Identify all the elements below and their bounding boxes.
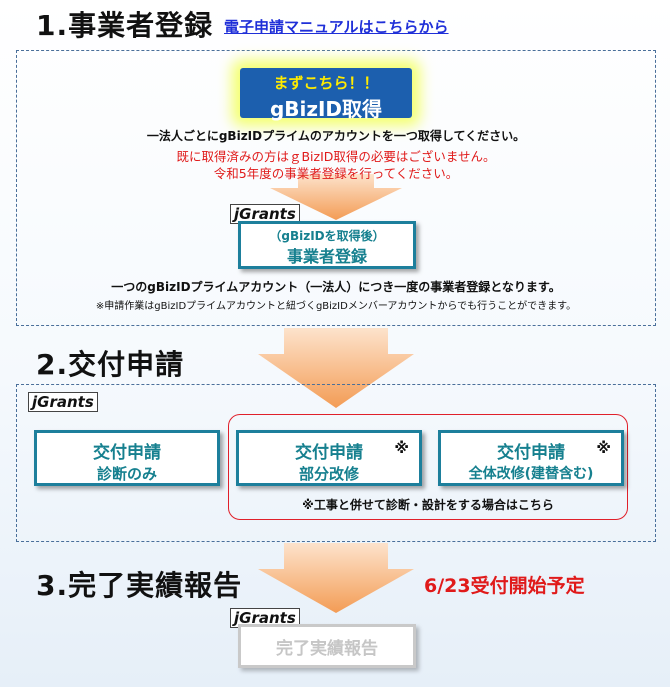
diagnosis-only-line2: 診断のみ xyxy=(96,465,157,483)
renovation-group-frame xyxy=(228,414,628,520)
gbiz-notice-1: 既に取得済みの方はｇBizID取得の必要はございません。 xyxy=(176,149,496,164)
section3-heading: 3.完了実績報告 xyxy=(36,569,243,602)
full-renovation-mark: ※ xyxy=(596,439,611,457)
business-register-sub: （gBizIDを取得後） xyxy=(269,229,385,243)
section1-heading: 1.事業者登録 xyxy=(36,9,214,42)
gbiz-instruction: 一法人ごとにgBizIDプライムのアカウントを一つ取得してください。 xyxy=(146,129,526,143)
gbizid-button-top: まずこちら！！ xyxy=(273,74,379,92)
completion-report-label: 完了実績報告 xyxy=(276,639,378,659)
arrow-down-1 xyxy=(270,174,402,220)
partial-renovation-line2: 部分改修 xyxy=(298,465,359,483)
business-register-button[interactable]: （gBizIDを取得後） 事業者登録 xyxy=(238,221,416,269)
full-renovation-line2: 全体改修(建替含む) xyxy=(468,466,594,482)
application-full-renovation-button[interactable]: 交付申請 全体改修(建替含む) ※ xyxy=(438,430,624,486)
gbiz-notice-2: 令和5年度の事業者登録を行ってください。 xyxy=(213,166,459,181)
schedule-notice: 6/23受付開始予定 xyxy=(424,575,585,597)
full-renovation-line1: 交付申請 xyxy=(497,443,565,463)
jgrants-label-3: jGrants xyxy=(230,608,300,628)
business-register-main: 事業者登録 xyxy=(286,247,367,266)
gbizid-button[interactable]: まずこちら！！ gBizID取得 xyxy=(240,68,412,121)
manual-link[interactable]: 電子申請マニュアルはこちらから xyxy=(224,18,449,36)
section1-frame xyxy=(16,50,656,326)
register-note: 一つのgBizIDプライムアカウント（一法人）につき一度の事業者登録となります。 xyxy=(111,280,561,294)
renovation-note: ※工事と併せて診断・設計をする場合はこちら xyxy=(302,498,554,512)
arrow-down-3 xyxy=(258,543,414,613)
arrow-down-2 xyxy=(258,328,414,408)
partial-renovation-mark: ※ xyxy=(394,439,409,457)
application-diagnosis-only-button[interactable]: 交付申請 診断のみ xyxy=(34,430,220,486)
section2-heading: 2.交付申請 xyxy=(36,348,185,381)
partial-renovation-line1: 交付申請 xyxy=(295,443,363,463)
register-subnote: ※申請作業はgBizIDプライムアカウントと紐づくgBizIDメンバーアカウント… xyxy=(95,301,577,312)
application-partial-renovation-button[interactable]: 交付申請 部分改修 ※ xyxy=(236,430,422,486)
gbizid-button-main: gBizID取得 xyxy=(269,97,383,121)
diagnosis-only-line1: 交付申請 xyxy=(93,443,161,463)
completion-report-button: 完了実績報告 xyxy=(238,624,416,668)
section2-frame xyxy=(16,384,656,542)
jgrants-label-2: jGrants xyxy=(28,392,98,412)
